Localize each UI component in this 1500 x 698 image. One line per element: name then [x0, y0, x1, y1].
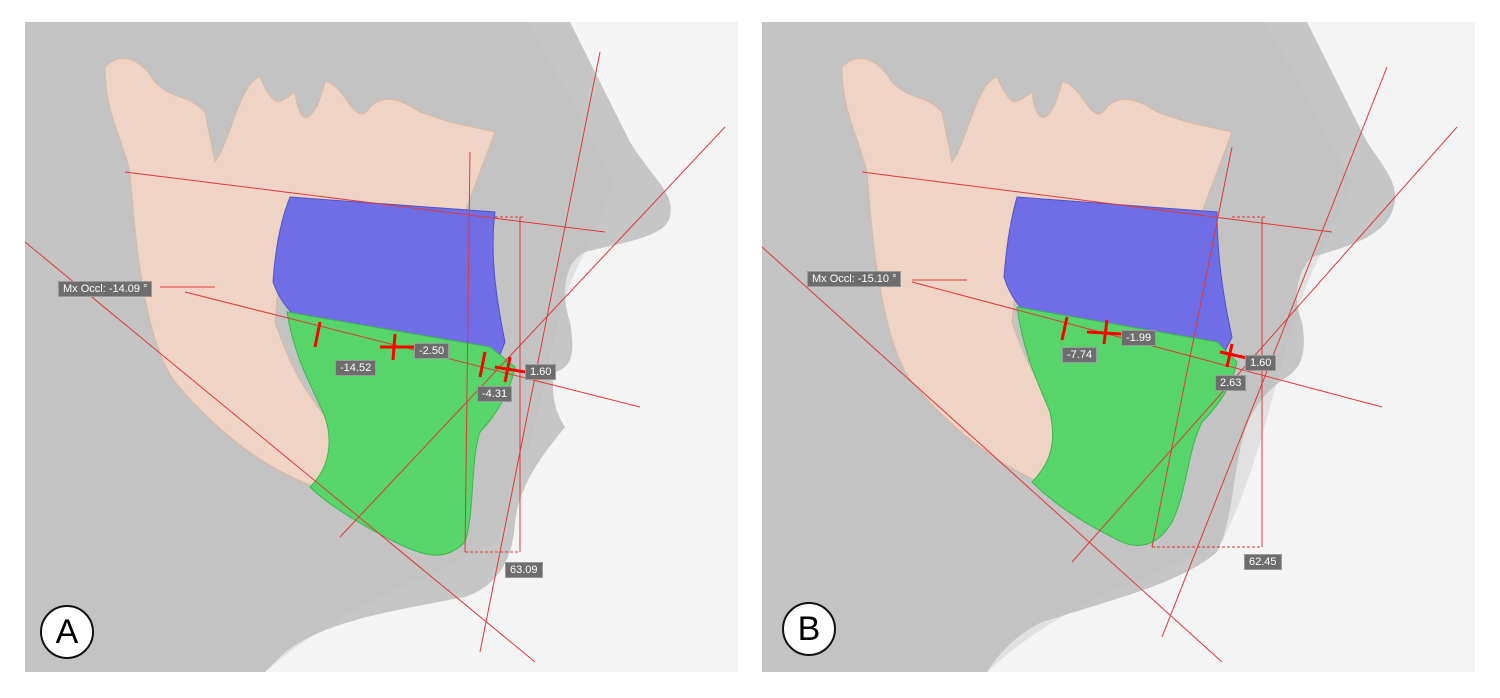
measurement-label: -4.31 [477, 386, 513, 402]
measurement-label: -14.52 [335, 360, 377, 376]
face-3d-render-b [762, 22, 1458, 672]
measurement-label: 62.45 [1244, 554, 1282, 570]
measurement-label: 1.60 [525, 364, 557, 380]
face-3d-render-a [25, 22, 726, 672]
panel-badge-a: A [40, 605, 94, 659]
panel-b: Mx Occl: -15.10 ° -1.99 -7.74 1.60 2.63 … [762, 22, 1475, 672]
measurement-label: -2.50 [414, 343, 450, 359]
maxillary-occlusal-label: Mx Occl: -14.09 ° [58, 281, 153, 297]
measurement-label: -7.74 [1062, 347, 1098, 363]
panel-badge-b: B [782, 602, 836, 656]
measurement-label: 63.09 [505, 562, 543, 578]
measurement-label: -1.99 [1121, 330, 1157, 346]
panel-a: Mx Occl: -14.09 ° -2.50 -14.52 1.60 -4.3… [25, 22, 738, 672]
measurement-label: 2.63 [1215, 375, 1247, 391]
measurement-label: 1.60 [1245, 355, 1277, 371]
mandible-bone [1016, 306, 1238, 546]
maxillary-occlusal-label: Mx Occl: -15.10 ° [807, 271, 902, 287]
